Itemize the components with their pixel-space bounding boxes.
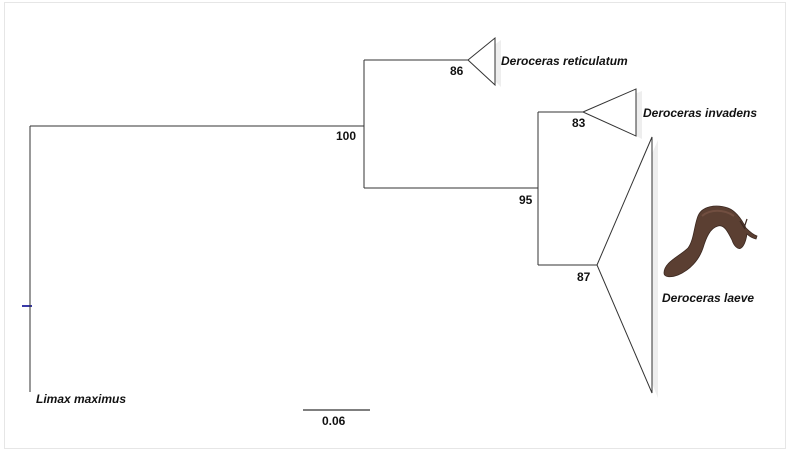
taxon-label-reticulatum: Deroceras reticulatum [501,54,628,68]
support-value-87: 87 [577,270,591,284]
taxon-label-outgroup: Limax maximus [36,392,126,406]
taxon-label-laeve: Deroceras laeve [662,291,754,305]
support-value-95: 95 [519,193,533,207]
laeve-clade-triangle [596,136,653,394]
slug-icon [663,205,758,278]
invadens-clade-triangle [581,88,637,137]
support-value-100: 100 [336,129,356,143]
support-value-83: 83 [572,116,586,130]
frame-border [4,2,786,449]
reticulatum-clade-triangle [467,36,496,87]
support-value-86: 86 [450,64,464,78]
scale-bar-label: 0.06 [322,414,346,428]
taxon-label-invadens: Deroceras invadens [643,106,757,120]
